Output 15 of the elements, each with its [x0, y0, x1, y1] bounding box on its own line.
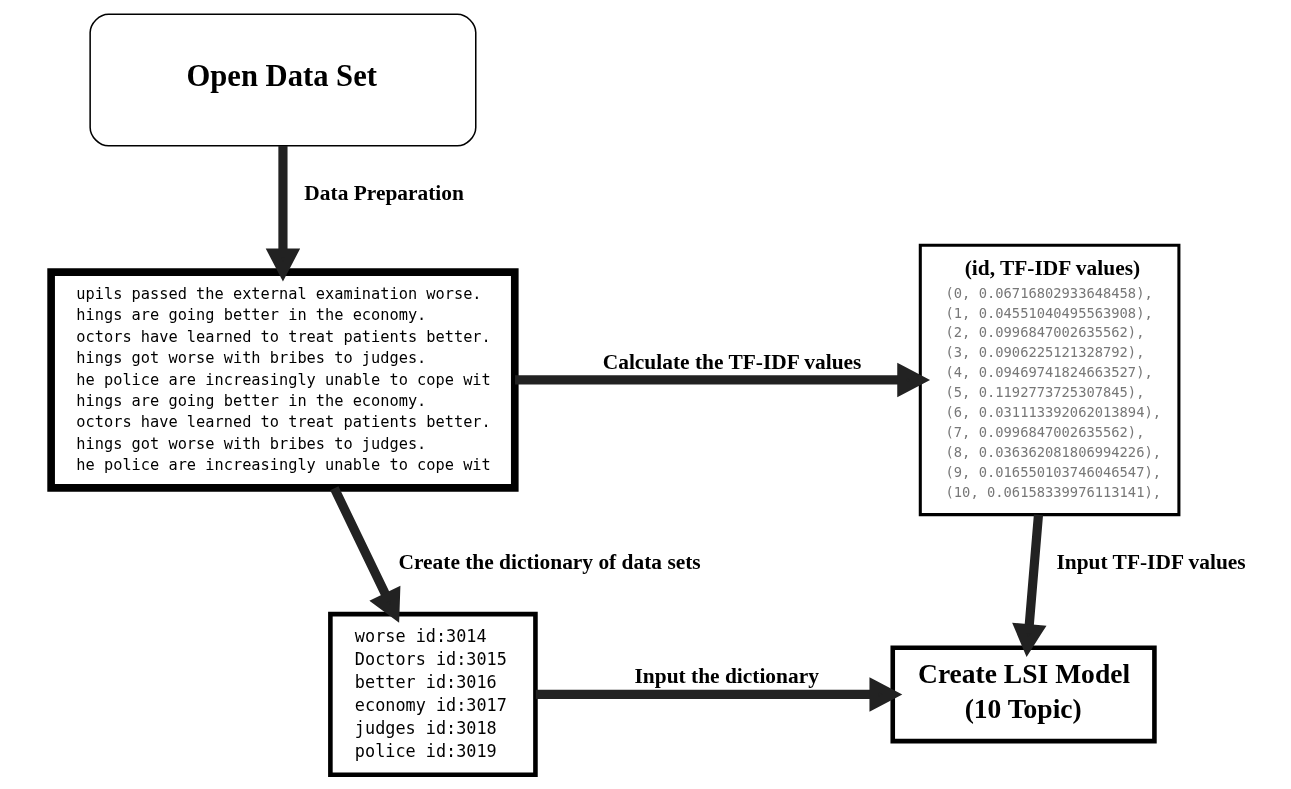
arrow [514, 362, 930, 398]
edge-label: Data Preparation [303, 181, 464, 206]
edge-label: Input the dictionary [634, 664, 819, 689]
node-box: upils passed the external examination worse. hings are going better in the economy. octors have learned to treat patients better. hings got worse with bribes to judges. he police are increasingly unable to cope wit hings are going better in the economy. octors have learned to treat patients better. hings got worse with bribes to judges. he police are increasingly unable to cope wit [46, 268, 519, 492]
edge-label: Create the dictionary of data sets [397, 550, 701, 575]
node-box: (id, TF-IDF values) (0, 0.06716802933648458), (1, 0.04551040495563908), (2, 0.0996847002635562), (3, 0.0906225121328792), (4, 0.09469741824663527), (5, 0.1192773725307845), (6, 0.031113392062013894), (7, 0.0996847002635562), (8, 0.036362081806994226), (9, 0.016550103746046547), (10, 0.06158339976113141), [918, 243, 1180, 517]
arrow [535, 677, 902, 712]
edge-label: Calculate the TF-IDF values [602, 349, 861, 374]
node-box: Open Data Set [88, 13, 477, 147]
node-box: worse id:3014 Doctors id:3015 better id:3016 economy id:3017 judges id:3018 police id:3019 [327, 611, 538, 778]
arrow [265, 146, 300, 282]
arrow [329, 486, 400, 623]
edge-label: Input TF-IDF values [1055, 550, 1246, 575]
node-box: Create LSI Model (10 Topic) [889, 645, 1157, 744]
arrow [1011, 514, 1046, 657]
